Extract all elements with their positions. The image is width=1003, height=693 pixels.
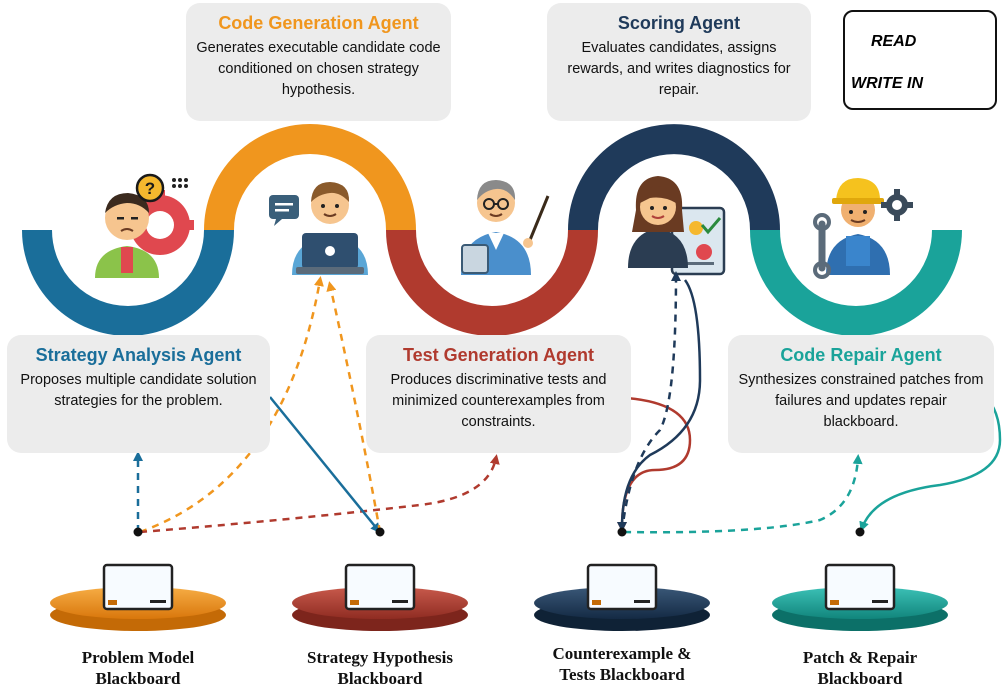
svg-text:?: ? (145, 179, 155, 198)
legend-write-label: WRITE IN (851, 75, 923, 92)
whiteboard-icon (102, 563, 174, 611)
write-arrow-strategy-agent-to-hypothesis (269, 396, 381, 534)
read-arrow-counterexample-to-repair (623, 454, 863, 534)
wave-band (22, 124, 962, 336)
scoring-person-icon (628, 176, 726, 276)
whiteboard-icon (344, 563, 416, 611)
code-generation-agent-title: Code Generation Agent (218, 13, 419, 33)
counterexample-dot (617, 527, 627, 537)
teacher-icon (461, 180, 550, 275)
legend-box: READ WRITE IN (843, 10, 997, 110)
blackboard-problem-model (50, 563, 226, 631)
code-generation-agent-card: Code Generation Agent Generates executab… (186, 3, 451, 121)
scoring-agent-description: Evaluates candidates, assigns rewards, a… (567, 40, 791, 98)
laptop-person-icon (269, 182, 368, 275)
counterexample-tests-blackboard-label: Counterexample & Tests Blackboard (552, 644, 692, 684)
legend-read-label: READ (871, 33, 917, 50)
code-repair-agent-card: Code Repair Agent Synthesizes constraine… (728, 335, 994, 453)
wave-segment-navy (568, 124, 780, 231)
patch-repair-dot (855, 527, 865, 537)
strategy-analysis-agent-description: Proposes multiple candidate solution str… (20, 372, 257, 409)
connection-dots (133, 527, 865, 537)
whiteboard-icon (824, 563, 896, 611)
code-generation-agent-description: Generates executable candidate code cond… (196, 40, 441, 98)
read-arrow-counterexample-to-scoring (620, 271, 681, 533)
read-arrow-problem-to-testgen (139, 454, 500, 534)
problem-model-dot (133, 527, 143, 537)
test-generation-agent-description: Produces discriminative tests and minimi… (390, 372, 607, 430)
write-arrow-repair-to-patch (859, 394, 1002, 532)
scoring-agent-card: Scoring Agent Evaluates candidates, assi… (547, 3, 811, 121)
wave-segment-teal (750, 229, 962, 336)
write-arrow-testgen-to-counterexample (605, 395, 692, 532)
code-repair-agent-description: Synthesizes constrained patches from fai… (738, 372, 984, 430)
thinking-person-icon: ? (95, 173, 194, 278)
scoring-agent-title: Scoring Agent (617, 13, 741, 33)
strategy-hypothesis-dot (375, 527, 385, 537)
blackboard-strategy-hypothesis (292, 563, 468, 631)
code-repair-agent-title: Code Repair Agent (780, 345, 942, 365)
strategy-analysis-agent-card: Strategy Analysis Agent Proposes multipl… (7, 335, 270, 453)
problem-model-blackboard-label: Problem Model Blackboard (81, 648, 195, 688)
test-generation-agent-card: Test Generation Agent Produces discrimin… (366, 335, 631, 453)
repair-worker-icon (813, 178, 913, 279)
read-arrow-hypothesis-to-codegen (326, 281, 382, 533)
whiteboard-icon (586, 563, 658, 611)
patch-repair-blackboard-label: Patch & Repair Blackboard (802, 648, 918, 688)
strategy-analysis-agent-title: Strategy Analysis Agent (35, 345, 242, 365)
write-arrow-scoring-to-counterexample (617, 279, 702, 532)
test-generation-agent-title: Test Generation Agent (402, 345, 595, 365)
wave-segment-blue (22, 229, 234, 336)
blackboard-counterexample-tests (534, 563, 710, 631)
wave-segment-red (386, 229, 598, 336)
blackboard-patch-repair (772, 563, 948, 631)
strategy-hypothesis-blackboard-label: Strategy Hypothesis Blackboard (307, 648, 453, 688)
wave-segment-orange (204, 124, 416, 231)
